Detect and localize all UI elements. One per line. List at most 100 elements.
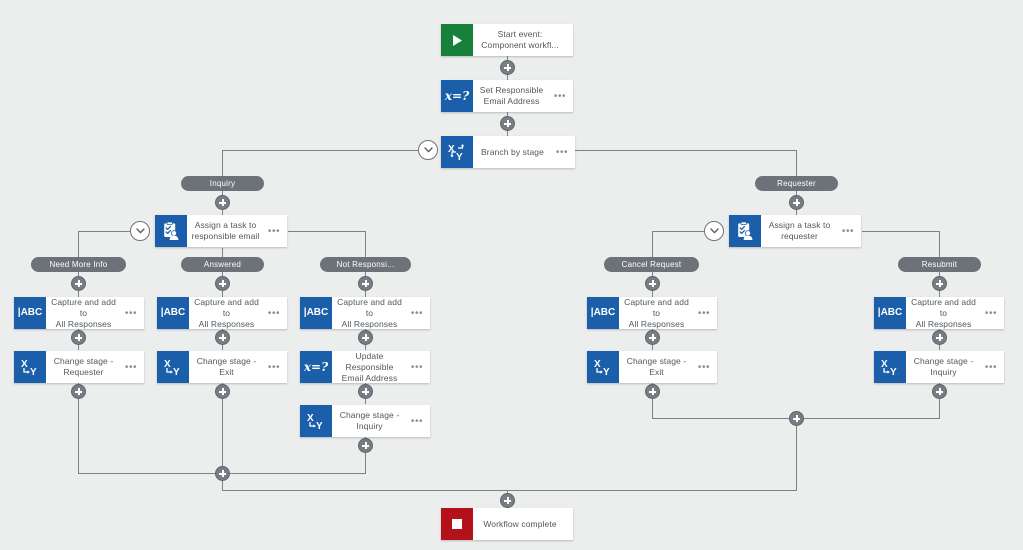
text-abc-glyph: |ABC xyxy=(17,307,43,318)
add-step-junction-capture-col5[interactable] xyxy=(932,330,947,345)
node-label-line2: All Responses xyxy=(341,318,398,329)
node-change-stage-requester[interactable]: X Y Change stage - Requester ••• xyxy=(14,351,144,383)
node-menu-icon[interactable]: ••• xyxy=(553,90,567,102)
node-menu-icon[interactable]: ••• xyxy=(984,307,998,319)
node-branch-by-stage[interactable]: X Y Branch by stage ••• xyxy=(441,136,575,168)
node-change-stage-inquiry-right[interactable]: X Y Change stage - Inquiry ••• xyxy=(874,351,1004,383)
node-label-line1: Change stage - Exit xyxy=(196,356,257,377)
node-capture-cancel-request[interactable]: |ABC Capture and add to All Responses ••… xyxy=(587,297,717,329)
node-update-responsible-email[interactable]: x=? Update Responsible Email Address ••• xyxy=(300,351,430,383)
node-menu-icon[interactable]: ••• xyxy=(410,307,424,319)
stage-pill-label: Cancel Request xyxy=(621,260,682,269)
node-change-stage-exit-left[interactable]: X Y Change stage - Exit ••• xyxy=(157,351,287,383)
node-label-line1: Capture and add to xyxy=(51,296,116,318)
text-abc-icon: |ABC xyxy=(157,297,189,329)
stage-pill-label: Resubmit xyxy=(921,260,958,269)
collapse-branch-icon-main[interactable] xyxy=(418,140,438,160)
add-step-junction-right-merge[interactable] xyxy=(789,411,804,426)
connector-left-subbranch-drop-need xyxy=(78,231,79,257)
node-capture-answered[interactable]: |ABC Capture and add to All Responses ••… xyxy=(157,297,287,329)
node-label-line2: responsible email xyxy=(191,231,260,241)
add-step-junction-answered[interactable] xyxy=(215,276,230,291)
node-label-line1: Change stage - xyxy=(913,356,974,366)
set-variable-glyph: x=? xyxy=(444,89,470,103)
node-change-stage-inquiry-left[interactable]: X Y Change stage - Inquiry ••• xyxy=(300,405,430,437)
node-label-line1: Capture and add to xyxy=(911,296,976,318)
stage-pill-cancel-request[interactable]: Cancel Request xyxy=(604,257,699,272)
set-variable-glyph: x=? xyxy=(303,360,329,374)
add-step-junction-stage-col1[interactable] xyxy=(71,384,86,399)
collapse-branch-icon-right[interactable] xyxy=(704,221,724,241)
connector-col2-down xyxy=(222,380,223,473)
connector-final-bus xyxy=(222,490,797,491)
node-capture-resubmit[interactable]: |ABC Capture and add to All Responses ••… xyxy=(874,297,1004,329)
stage-pill-inquiry[interactable]: Inquiry xyxy=(181,176,264,191)
node-menu-icon[interactable]: ••• xyxy=(267,307,281,319)
connector-left-merge-down xyxy=(222,473,223,490)
node-label: Start event: Component workfl... xyxy=(473,24,573,56)
node-menu-icon[interactable]: ••• xyxy=(124,361,138,373)
node-label-line1: Assign a task to xyxy=(768,220,831,230)
branch-icon: X Y xyxy=(441,136,473,168)
stage-pill-requester[interactable]: Requester xyxy=(755,176,838,191)
add-step-junction-start[interactable] xyxy=(500,60,515,75)
collapse-branch-icon-left[interactable] xyxy=(130,221,150,241)
node-change-stage-exit-right[interactable]: X Y Change stage - Exit ••• xyxy=(587,351,717,383)
node-label-line2: Component workfl... xyxy=(481,40,559,50)
node-menu-icon[interactable]: ••• xyxy=(555,146,569,158)
node-menu-icon[interactable]: ••• xyxy=(984,361,998,373)
add-step-junction-stage-col3[interactable] xyxy=(358,384,373,399)
add-step-junction-update-col3[interactable] xyxy=(358,438,373,453)
node-menu-icon[interactable]: ••• xyxy=(697,307,711,319)
add-step-junction-capture-col1[interactable] xyxy=(71,330,86,345)
node-menu-icon[interactable]: ••• xyxy=(267,361,281,373)
node-assign-task-requester[interactable]: Assign a task to requester ••• xyxy=(729,215,861,247)
stage-pill-resubmit[interactable]: Resubmit xyxy=(898,257,981,272)
text-abc-glyph: |ABC xyxy=(590,307,616,318)
stage-pill-label: Requester xyxy=(777,179,816,188)
connector-right-subbranch-spine-b xyxy=(862,231,939,232)
add-step-junction-capture-col2[interactable] xyxy=(215,330,230,345)
add-step-junction-requester[interactable] xyxy=(789,195,804,210)
connector-branch-spine-left xyxy=(222,150,418,151)
add-step-junction-stage-col5[interactable] xyxy=(932,384,947,399)
node-label-line1: Start event: xyxy=(497,29,543,39)
node-menu-icon[interactable]: ••• xyxy=(267,225,281,237)
add-step-junction-capture-col3[interactable] xyxy=(358,330,373,345)
connector-col4-down xyxy=(652,380,653,418)
add-step-junction-resubmit[interactable] xyxy=(932,276,947,291)
node-capture-need-more-info[interactable]: |ABC Capture and add to All Responses ••… xyxy=(14,297,144,329)
node-menu-icon[interactable]: ••• xyxy=(697,361,711,373)
add-step-junction-left-merge[interactable] xyxy=(215,466,230,481)
add-step-junction-stage-col2[interactable] xyxy=(215,384,230,399)
add-step-junction-not-responsive[interactable] xyxy=(358,276,373,291)
add-step-junction-need-more-info[interactable] xyxy=(71,276,86,291)
node-menu-icon[interactable]: ••• xyxy=(410,361,424,373)
change-stage-icon: X Y xyxy=(157,351,189,383)
node-start-event[interactable]: Start event: Component workfl... xyxy=(441,24,573,56)
svg-text:Y: Y xyxy=(456,152,463,162)
node-set-responsible-email[interactable]: x=? Set Responsible Email Address ••• xyxy=(441,80,573,112)
add-step-junction-capture-col4[interactable] xyxy=(645,330,660,345)
stage-pill-need-more-info[interactable]: Need More Info xyxy=(31,257,126,272)
node-label-line2: Email Address xyxy=(483,96,540,106)
node-assign-task-responsible[interactable]: Assign a task to responsible email ••• xyxy=(155,215,287,247)
add-step-junction-stage-col4[interactable] xyxy=(645,384,660,399)
node-workflow-complete[interactable]: Workflow complete xyxy=(441,508,573,540)
add-step-junction-cancel-request[interactable] xyxy=(645,276,660,291)
add-step-junction-final[interactable] xyxy=(500,493,515,508)
node-menu-icon[interactable]: ••• xyxy=(841,225,855,237)
connector-col1-down xyxy=(78,380,79,473)
stage-pill-not-responsive[interactable]: Not Responsi... xyxy=(320,257,411,272)
node-label-line2: Inquiry xyxy=(356,421,383,431)
chevron-down-icon xyxy=(709,228,719,234)
node-capture-not-responsive[interactable]: |ABC Capture and add to All Responses ••… xyxy=(300,297,430,329)
node-menu-icon[interactable]: ••• xyxy=(410,415,424,427)
node-label-line1: Assign a task to xyxy=(194,220,257,230)
add-step-junction-set-email[interactable] xyxy=(500,116,515,131)
node-menu-icon[interactable]: ••• xyxy=(124,307,138,319)
connector-left-subbranch-spine-a xyxy=(78,231,134,232)
add-step-junction-inquiry[interactable] xyxy=(215,195,230,210)
stage-pill-answered[interactable]: Answered xyxy=(181,257,264,272)
node-label-line1: Change stage - xyxy=(339,410,400,420)
